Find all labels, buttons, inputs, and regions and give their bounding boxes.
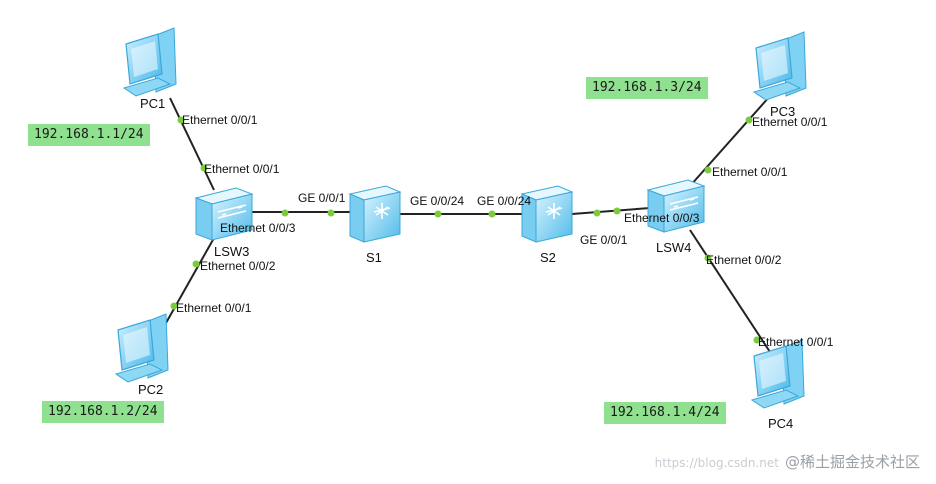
s1-name: S1 bbox=[366, 250, 382, 265]
port-label-pc4: Ethernet 0/0/1 bbox=[758, 335, 834, 349]
links bbox=[161, 95, 771, 353]
pc3-icon[interactable] bbox=[753, 31, 807, 101]
pc2-icon[interactable] bbox=[115, 313, 169, 383]
port-dot bbox=[745, 116, 753, 124]
pc2-name: PC2 bbox=[138, 382, 163, 397]
port-label-lsw4-down: Ethernet 0/0/2 bbox=[706, 253, 782, 267]
link-s2-lsw4 bbox=[571, 207, 651, 215]
port-dot bbox=[704, 254, 712, 262]
port-dot bbox=[593, 209, 601, 217]
pc1-ip-label: 192.168.1.1/24 bbox=[28, 124, 150, 146]
port-label-lsw4-up: Ethernet 0/0/1 bbox=[712, 165, 788, 179]
port-dot bbox=[200, 164, 208, 172]
lsw4-name: LSW4 bbox=[656, 240, 691, 255]
pc3-name: PC3 bbox=[770, 104, 795, 119]
pc1-icon[interactable] bbox=[123, 27, 177, 97]
port-label-s1-lsw3: GE 0/0/1 bbox=[298, 191, 346, 205]
port-label-lsw3-down: Ethernet 0/0/2 bbox=[200, 259, 276, 273]
port-label-pc1: Ethernet 0/0/1 bbox=[182, 113, 258, 127]
port-dot bbox=[704, 166, 712, 174]
port-dot bbox=[488, 210, 496, 218]
link-lsw4-pc3 bbox=[689, 95, 771, 187]
pc4-ip-label: 192.168.1.4/24 bbox=[604, 402, 726, 424]
port-dot bbox=[753, 336, 761, 344]
watermark: https://blog.csdn.net @稀土掘金技术社区 bbox=[655, 451, 920, 472]
port-label-lsw3-s1: Ethernet 0/0/3 bbox=[220, 221, 296, 235]
pc1-name: PC1 bbox=[140, 96, 165, 111]
pc4-name: PC4 bbox=[768, 416, 793, 431]
port-dot bbox=[177, 116, 185, 124]
port-label-s2-s1: GE 0/0/24 bbox=[477, 194, 531, 208]
pc2-ip-label: 192.168.1.2/24 bbox=[42, 401, 164, 423]
lsw3-name: LSW3 bbox=[214, 244, 249, 259]
port-label-lsw3-up: Ethernet 0/0/1 bbox=[204, 162, 280, 176]
port-dot bbox=[327, 209, 335, 217]
link-lsw4-pc4 bbox=[689, 229, 771, 353]
watermark-text: @稀土掘金技术社区 bbox=[784, 453, 920, 471]
port-dot bbox=[170, 302, 178, 310]
s2-name: S2 bbox=[540, 250, 556, 265]
pc3-ip-label: 192.168.1.3/24 bbox=[586, 77, 708, 99]
port-dots bbox=[170, 116, 761, 344]
port-label-pc2: Ethernet 0/0/1 bbox=[176, 301, 252, 315]
port-dot bbox=[613, 207, 621, 215]
port-label-pc3: Ethernet 0/0/1 bbox=[752, 115, 828, 129]
port-label-s1-s2: GE 0/0/24 bbox=[410, 194, 464, 208]
port-dot bbox=[192, 260, 200, 268]
port-dot bbox=[281, 209, 289, 217]
port-label-s2-lsw4: GE 0/0/1 bbox=[580, 233, 628, 247]
port-label-lsw4-s2: Ethernet 0/0/3 bbox=[624, 211, 700, 225]
link-lsw3-pc2 bbox=[161, 237, 215, 331]
watermark-url: https://blog.csdn.net bbox=[654, 456, 779, 470]
link-pc1-lsw3 bbox=[169, 97, 215, 191]
s1-switch-icon[interactable] bbox=[349, 185, 401, 243]
port-dot bbox=[434, 210, 442, 218]
pc4-icon[interactable] bbox=[751, 339, 805, 409]
